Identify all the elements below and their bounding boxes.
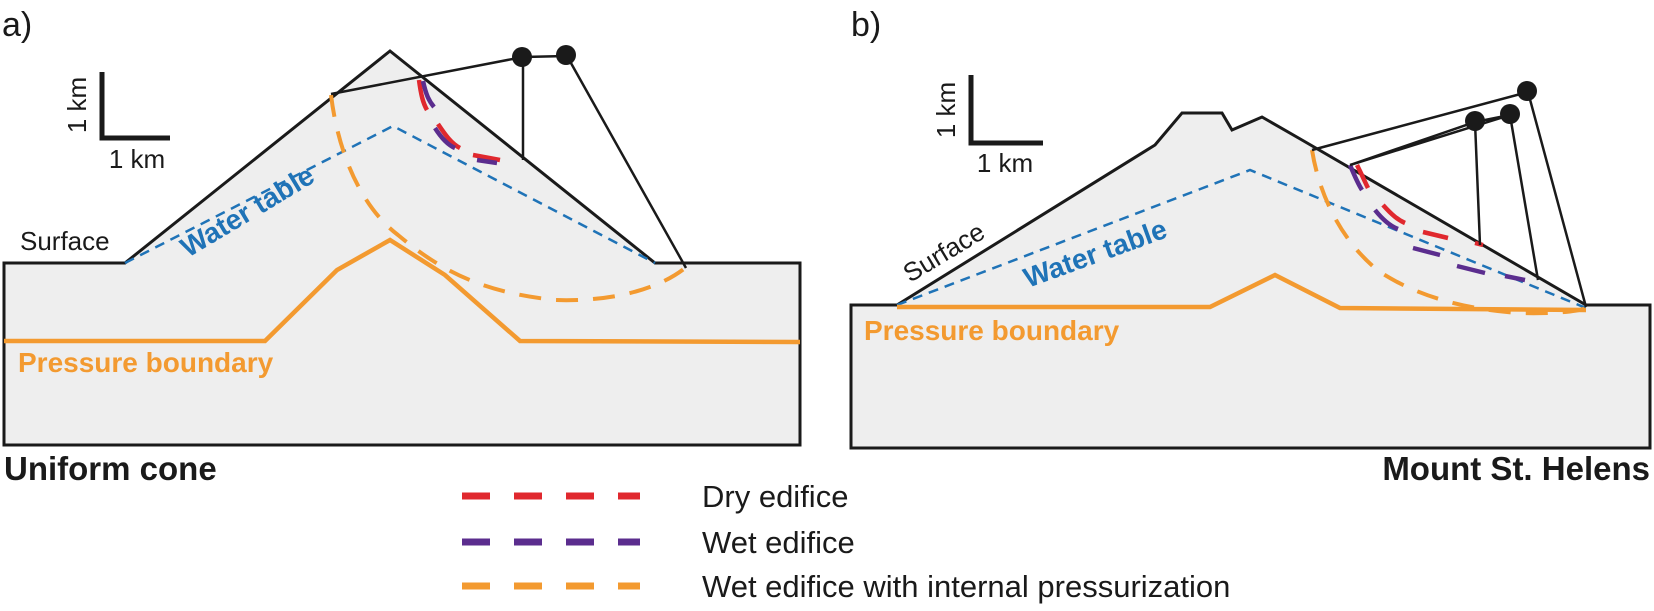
panel-a-letter: a) bbox=[2, 6, 32, 44]
legend-label-pressurized: Wet edifice with internal pressurization bbox=[702, 569, 1230, 604]
panel-b-dry-failure-surface bbox=[1354, 163, 1484, 248]
panel-b-title: Mount St. Helens bbox=[1382, 450, 1650, 487]
panel-b-scale-horizontal-label: 1 km bbox=[977, 148, 1033, 178]
panel-b-scale-bar bbox=[968, 75, 1043, 146]
panel-b-pivot-point-2 bbox=[1465, 111, 1485, 131]
legend-label-dry: Dry edifice bbox=[702, 479, 848, 514]
panel-b-pressure-label: Pressure boundary bbox=[864, 315, 1120, 346]
panel-a-pressure-label: Pressure boundary bbox=[18, 347, 274, 378]
panel-b: b) 1 km 1 km Surface Water table Pressur… bbox=[849, 6, 1652, 487]
panel-a-pressure-boundary-line bbox=[4, 237, 801, 345]
panel-a-pivot-point-1 bbox=[512, 47, 532, 67]
panel-b-scale-vertical-label: 1 km bbox=[931, 82, 961, 138]
panel-a-scale-horizontal-label: 1 km bbox=[109, 144, 165, 174]
panel-a-surface-label: Surface bbox=[20, 226, 110, 256]
panel-a-dry-failure-surface bbox=[416, 79, 429, 112]
panel-b-pivot-point-1 bbox=[1517, 81, 1537, 101]
panel-b-ground bbox=[849, 111, 1652, 450]
panel-b-letter: b) bbox=[851, 6, 881, 44]
panel-a-scale-bar bbox=[99, 72, 170, 141]
panel-a-wet-failure-surface bbox=[420, 80, 436, 109]
legend: Dry edifice Wet edifice Wet edifice with… bbox=[462, 479, 1230, 604]
panel-a-water-table-line bbox=[124, 124, 656, 265]
panel-b-water-table-line bbox=[896, 168, 1587, 310]
panel-b-pressurized-failure-surface bbox=[1310, 149, 1587, 316]
panel-a: a) 1 km 1 km Surface Water table Pressur… bbox=[2, 6, 802, 487]
panel-b-wet-failure-surface bbox=[1347, 164, 1526, 283]
legend-label-wet: Wet edifice bbox=[702, 525, 855, 560]
panel-a-title: Uniform cone bbox=[4, 450, 217, 487]
panel-b-pivot-point-3 bbox=[1500, 104, 1520, 124]
panel-a-pivot-point-2 bbox=[556, 45, 576, 65]
panel-a-dry-failure-surface-lower bbox=[436, 122, 501, 163]
panel-a-scale-vertical-label: 1 km bbox=[62, 77, 92, 133]
panel-a-pressurized-failure-surface bbox=[329, 94, 687, 303]
panel-a-wet-failure-surface-lower bbox=[433, 126, 498, 166]
panel-b-pressure-boundary-line bbox=[897, 272, 1587, 313]
